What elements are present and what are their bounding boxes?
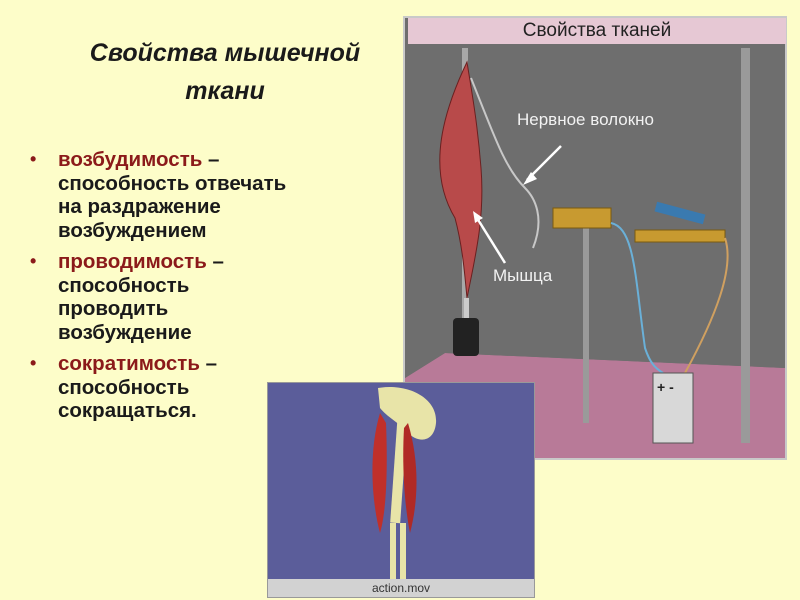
property-desc: способность проводить возбуждение [58,273,192,344]
electrode-box [552,207,612,229]
slide-title-line2: ткани [185,77,265,105]
bullet-icon: • [30,353,37,373]
illustration-header: Свойства тканей [408,18,786,44]
center-rod [583,223,589,423]
property-sep: – [199,352,218,375]
property-term: проводимость [58,250,207,273]
switch-lever [654,201,706,225]
property-desc: способность сокращаться. [58,375,197,423]
property-item-contractility: • сократимость – способность сокращаться… [30,352,290,423]
property-list: • возбудимость – способность отвечать на… [30,148,290,431]
battery-label: + - [657,379,674,395]
property-item-conductivity: • проводимость – способность проводить в… [30,250,290,344]
property-desc: способность отвечать на раздражение возб… [58,171,287,242]
slide-title: Свойства мышечной ткани [40,34,410,110]
video-caption: action.mov [371,581,431,595]
muscle-label: Мышца [493,266,553,285]
right-rod [741,48,750,443]
muscle-shape [439,60,483,299]
slide-title-line1: Свойства мышечной [89,39,361,67]
video-player[interactable]: action.mov [267,382,535,598]
biceps-muscle [372,413,387,533]
property-item-excitability: • возбудимость – способность отвечать на… [30,148,290,242]
weight-shape [453,318,479,356]
property-sep: – [202,148,220,171]
switch-base [634,229,726,243]
battery-shape [652,372,694,444]
triceps-muscle [403,423,417,533]
muscle-arrow [475,217,507,264]
video-frame [268,383,534,579]
nerve-fiber-label: Нервное волокно [517,110,655,129]
property-term: возбудимость [58,148,203,171]
humerus-bone [390,412,408,524]
bullet-icon: • [30,149,37,169]
property-term: сократимость [58,352,200,375]
property-sep: – [206,250,224,273]
nerve-fiber [470,77,540,249]
bullet-icon: • [30,251,37,271]
shoulder-bone [378,387,437,440]
